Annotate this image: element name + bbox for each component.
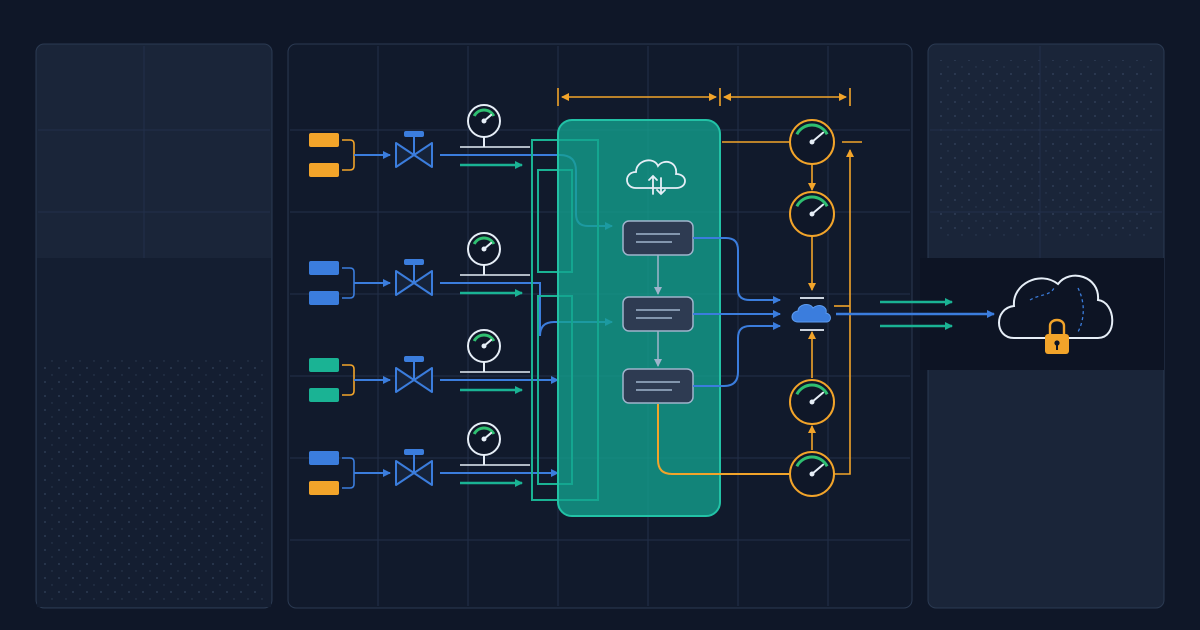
input-row-3 xyxy=(309,329,559,402)
pressure-gauge-icon xyxy=(467,422,501,465)
pressure-gauge-icon xyxy=(467,329,501,372)
output-gauge-icon xyxy=(789,119,835,165)
pressure-gauge-icon-scale xyxy=(472,108,496,117)
valve-icon xyxy=(395,356,433,393)
output-gauge-icon-hub xyxy=(809,399,815,405)
pressure-gauge-icon xyxy=(467,232,501,275)
valve-icon xyxy=(395,259,433,296)
process-node-box xyxy=(622,368,694,404)
output-gauge-icon-scale xyxy=(795,383,829,396)
return-bracket-line xyxy=(834,149,854,475)
pressure-gauge-icon-scale xyxy=(472,426,496,435)
input-row-4 xyxy=(309,422,559,495)
right-panel-dots xyxy=(940,60,1155,240)
left-panel-dots xyxy=(40,360,268,600)
source-block-icon xyxy=(309,451,339,465)
node3-to-collector xyxy=(693,322,781,387)
output-gauge-icon-hub xyxy=(809,211,815,217)
source-block-icon xyxy=(309,133,339,147)
source-block-icon xyxy=(309,481,339,495)
source-block-icon xyxy=(309,261,339,275)
pressure-gauge-icon-hub xyxy=(481,343,487,349)
pressure-gauge-icon-hub xyxy=(481,436,487,442)
pressure-gauge-icon xyxy=(467,104,501,147)
output-section xyxy=(557,88,995,497)
process-steps xyxy=(622,220,790,475)
output-gauge-icon xyxy=(789,191,835,237)
output-gauge-icon xyxy=(789,451,835,497)
output-gauge-icon-scale xyxy=(795,195,829,208)
pressure-gauge-icon-scale xyxy=(472,236,496,245)
valve-handle xyxy=(404,449,424,455)
output-gauge-icon-hub xyxy=(809,471,815,477)
collector-cloud-shape xyxy=(791,303,831,323)
valve-to-hub-arrow xyxy=(440,282,613,337)
small-cloud-icon xyxy=(791,297,831,331)
output-gauge-icon-hub xyxy=(809,139,815,145)
pressure-gauge-icon-hub xyxy=(481,246,487,252)
node3-orange-link xyxy=(657,404,790,475)
process-node-box xyxy=(622,220,694,256)
cloud-lock-icon xyxy=(998,274,1114,354)
output-gauge-icon-scale xyxy=(795,455,829,468)
pressure-gauge-icon-scale xyxy=(472,333,496,342)
source-block-icon xyxy=(309,163,339,177)
pressure-gauge-icon-hub xyxy=(481,118,487,124)
valve-icon xyxy=(395,449,433,486)
cloud-sync-icon xyxy=(626,159,686,196)
input-row-2 xyxy=(309,232,613,337)
process-node-2 xyxy=(622,296,694,332)
valve-icon xyxy=(395,131,433,168)
source-block-icon xyxy=(309,291,339,305)
secure-cloud xyxy=(880,274,1114,354)
node1-to-collector xyxy=(693,237,781,304)
valve-handle xyxy=(404,259,424,265)
process-node-3 xyxy=(622,368,694,404)
process-node-box xyxy=(622,296,694,332)
source-block-icon xyxy=(309,358,339,372)
output-gauge-icon xyxy=(789,379,835,425)
valve-handle xyxy=(404,356,424,362)
valve-handle xyxy=(404,131,424,137)
output-gauge-icon-scale xyxy=(795,123,829,136)
background-panels xyxy=(35,43,1165,609)
source-block-icon xyxy=(309,388,339,402)
process-node-1 xyxy=(622,220,694,256)
